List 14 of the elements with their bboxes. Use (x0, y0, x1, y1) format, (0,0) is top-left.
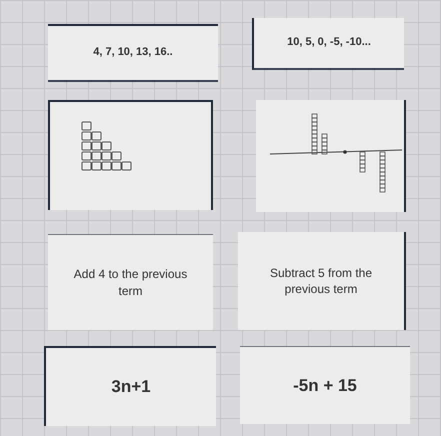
card-text: Add 4 to the previous term (72, 266, 188, 299)
text-card (240, 346, 410, 424)
picture-card (256, 100, 406, 212)
card-text: 3n+1 (111, 376, 151, 398)
card-text: 4, 7, 10, 13, 16.. (93, 45, 173, 60)
card-text: -5n + 15 (293, 374, 357, 397)
text-card (44, 346, 216, 426)
text-card (238, 232, 406, 330)
text-card (48, 24, 218, 82)
card-text: Subtract 5 from the previous term (268, 264, 374, 298)
card-text: 10, 5, 0, -5, -10... (287, 35, 371, 50)
text-card (252, 18, 404, 70)
picture-card (48, 100, 213, 210)
text-card (48, 234, 213, 330)
